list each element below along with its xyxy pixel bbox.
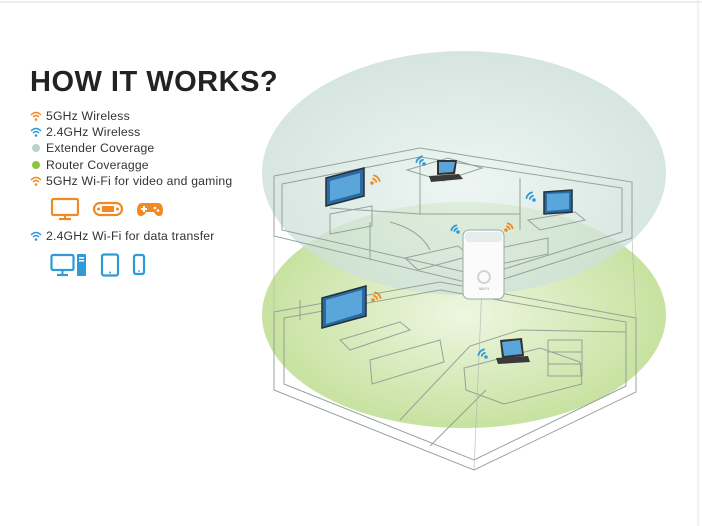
wifi-icon xyxy=(28,173,44,189)
legend-label: 2.4GHz Wireless xyxy=(46,125,141,140)
legend-item-video-gaming: 5GHz Wi-Fi for video and gaming xyxy=(28,173,278,189)
wifi-signal-icon xyxy=(370,174,381,185)
tv-lower xyxy=(321,285,367,329)
legend-item-router-coverage: Router Coveragge xyxy=(28,157,278,173)
legend-item-data-transfer: 2.4GHz Wi-Fi for data transfer xyxy=(28,228,278,244)
gamepad-icon xyxy=(137,202,163,216)
wifi-extender-device: WI-FI xyxy=(462,229,505,300)
legend-item-24ghz: 2.4GHz Wireless xyxy=(28,124,278,140)
wifi-icon xyxy=(28,108,44,124)
extender-coverage-area xyxy=(262,51,666,295)
lower-floor xyxy=(273,281,637,471)
handheld-console-icon xyxy=(92,201,124,216)
dot-icon xyxy=(28,140,44,156)
desktop-computer-icon xyxy=(50,253,86,276)
wifi-signal-icon xyxy=(477,348,488,359)
video-gaming-icons xyxy=(50,194,278,224)
device-label: WI-FI xyxy=(479,286,489,291)
smartphone-icon xyxy=(132,253,146,275)
wifi-signal-icon xyxy=(415,155,426,166)
tablet-icon xyxy=(100,253,120,277)
legend-label: 2.4GHz Wi-Fi for data transfer xyxy=(46,228,215,243)
monitor-upper xyxy=(543,189,573,215)
laptop-lower xyxy=(496,338,530,364)
wifi-signal-icon xyxy=(371,291,382,302)
tv-icon xyxy=(50,197,80,220)
legend-label: Extender Coverage xyxy=(46,141,155,156)
legend-label: 5GHz Wi-Fi for video and gaming xyxy=(46,173,233,188)
tv-upper xyxy=(325,167,365,207)
legend-item-extender-coverage: Extender Coverage xyxy=(28,140,278,156)
page-title: HOW IT WORKS? xyxy=(30,66,279,98)
wifi-signal-icon xyxy=(525,191,536,202)
dot-icon xyxy=(28,157,44,173)
wifi-signal-icon xyxy=(504,222,514,232)
data-transfer-icons xyxy=(50,250,278,280)
wifi-signal-icon xyxy=(450,224,460,234)
legend-label: 5GHz Wireless xyxy=(46,109,130,123)
laptop-upper xyxy=(429,160,463,182)
legend: 5GHz Wireless 2.4GHz Wireless Extender C… xyxy=(28,108,278,284)
legend-label: Router Coveragge xyxy=(46,157,149,172)
wifi-icon xyxy=(28,228,44,244)
wifi-icon xyxy=(28,124,44,140)
legend-item-5ghz: 5GHz Wireless xyxy=(28,108,278,124)
